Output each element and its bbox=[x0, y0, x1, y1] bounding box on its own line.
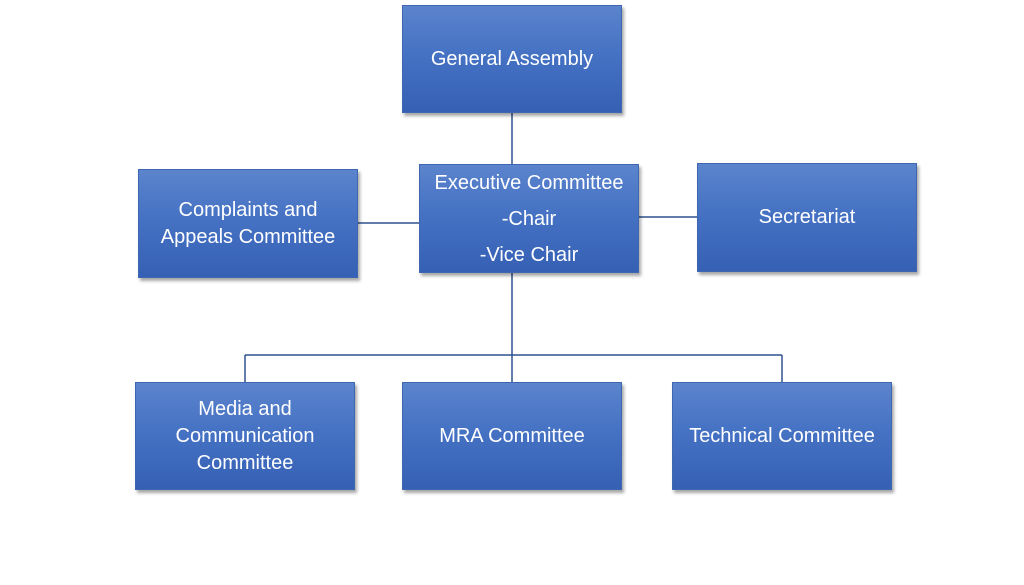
complaints-committee-line-2: Appeals Committee bbox=[160, 225, 336, 248]
executive-committee-box: Executive Committee -Chair -Vice Chair bbox=[419, 164, 639, 273]
mra-committee-label: MRA Committee bbox=[439, 424, 585, 447]
executive-committee-title: Executive Committee bbox=[434, 171, 624, 194]
media-committee-line-1: Media and bbox=[198, 397, 292, 420]
secretariat-label: Secretariat bbox=[758, 206, 856, 228]
secretariat-box: Secretariat bbox=[697, 163, 917, 272]
technical-committee-box: Technical Committee bbox=[672, 382, 892, 490]
general-assembly-box: General Assembly bbox=[402, 5, 622, 113]
media-committee-line-2: Communication bbox=[175, 424, 315, 447]
executive-committee-role-vice-chair: -Vice Chair bbox=[479, 243, 579, 266]
executive-committee-role-chair: -Chair bbox=[501, 207, 557, 230]
mra-committee-box: MRA Committee bbox=[402, 382, 622, 490]
media-communication-committee-box: Media and Communication Committee bbox=[135, 382, 355, 490]
complaints-committee-line-1: Complaints and bbox=[178, 198, 318, 221]
complaints-appeals-committee-box: Complaints and Appeals Committee bbox=[138, 169, 358, 278]
technical-committee-label: Technical Committee bbox=[689, 424, 875, 447]
general-assembly-label: General Assembly bbox=[430, 47, 594, 70]
media-committee-line-3: Committee bbox=[196, 451, 294, 474]
